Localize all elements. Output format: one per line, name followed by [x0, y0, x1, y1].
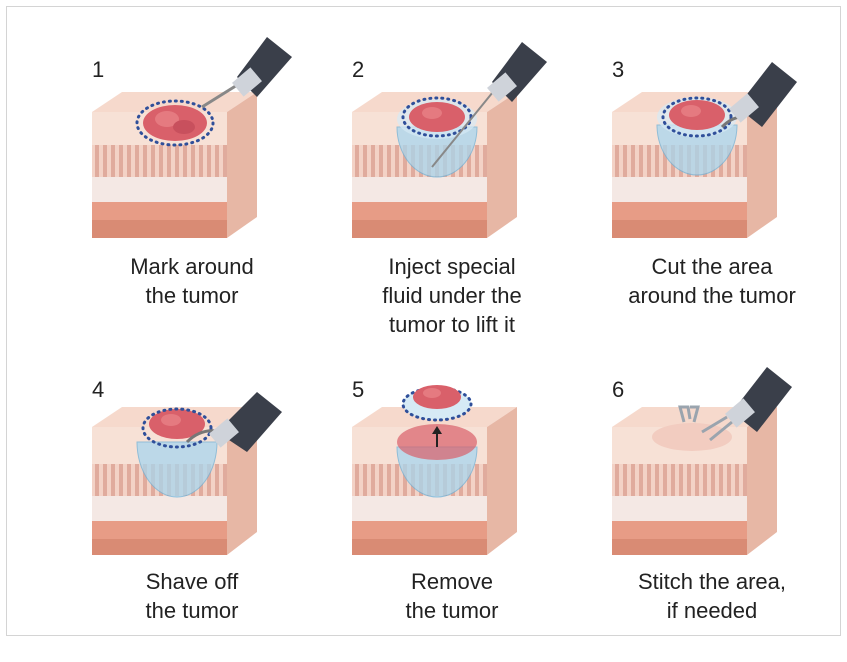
tissue-block-icon — [62, 342, 322, 562]
tissue-block-icon — [582, 342, 842, 562]
step-1: 1 — [62, 37, 322, 357]
tissue-block-icon — [582, 37, 842, 252]
step-caption: Mark around the tumor — [62, 252, 322, 310]
step-4: 4 Shave — [62, 342, 322, 662]
step-6: 6 Sti — [582, 342, 842, 662]
step-caption: Cut the area around the tumor — [582, 252, 842, 310]
tissue-block-icon — [62, 37, 322, 252]
step-caption: Inject special fluid under the tumor to … — [322, 252, 582, 339]
step-caption: Shave off the tumor — [62, 567, 322, 625]
tumor-icon — [143, 105, 207, 141]
tissue-block-icon — [322, 342, 582, 562]
diagram-frame: 1 — [6, 6, 841, 636]
step-2: 2 — [322, 37, 582, 357]
step-3: 3 — [582, 37, 842, 357]
step-caption: Remove the tumor — [322, 567, 582, 625]
step-5: 5 Remove — [322, 342, 582, 662]
step-caption: Stitch the area, if needed — [582, 567, 842, 625]
tissue-block-icon — [322, 37, 582, 252]
